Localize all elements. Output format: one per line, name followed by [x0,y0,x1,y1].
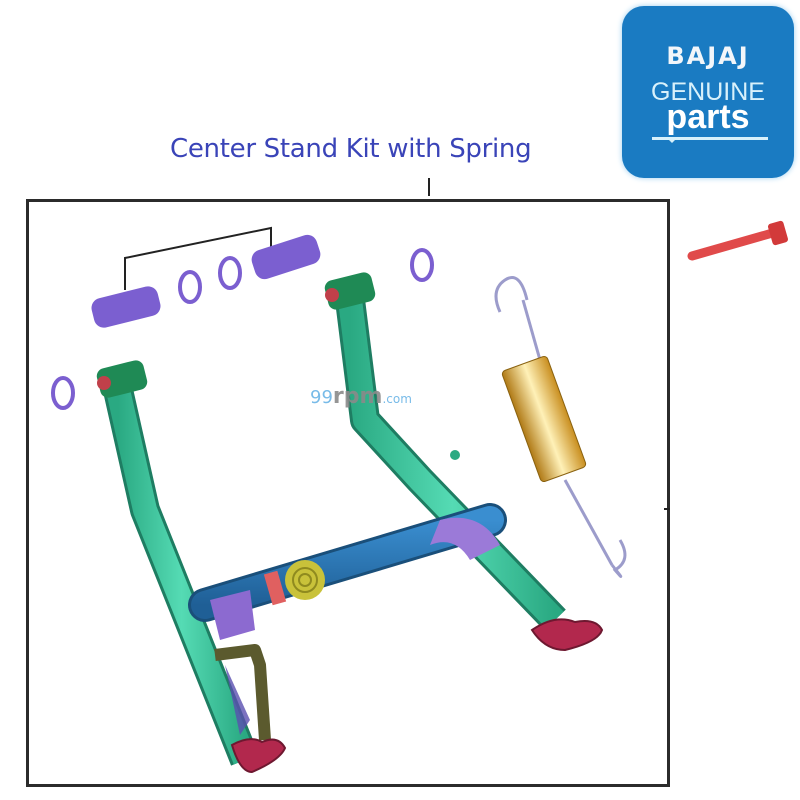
spring-icon [494,276,627,578]
watermark: 99rpm.com [310,384,412,409]
frame-tick-mark [664,508,670,510]
logo-genuine: GENUINE [651,78,765,106]
watermark-prefix: 99 [310,387,333,408]
kit-frame [26,199,670,787]
o-ring-icon [51,248,434,410]
logo-underline [652,137,768,140]
product-title: Center Stand Kit with Spring [170,134,532,164]
bushing-leader-line [124,226,272,290]
logo-parts: parts [666,98,750,136]
logo-brand: BAJAJ [666,42,750,70]
title-leader-line [428,178,430,196]
bushing-icon [91,234,321,328]
kick-lever [214,644,271,741]
logo-arrow-icon [666,137,678,143]
watermark-middle: rpm [332,384,383,409]
rubber-foot-icon [230,618,604,774]
bajaj-genuine-parts-logo: BAJAJ GENUINE parts [622,6,794,178]
bolt-icon [687,220,789,261]
watermark-suffix: .com [382,392,412,406]
cross-tube [188,503,507,640]
stand-left-leg [96,360,259,766]
